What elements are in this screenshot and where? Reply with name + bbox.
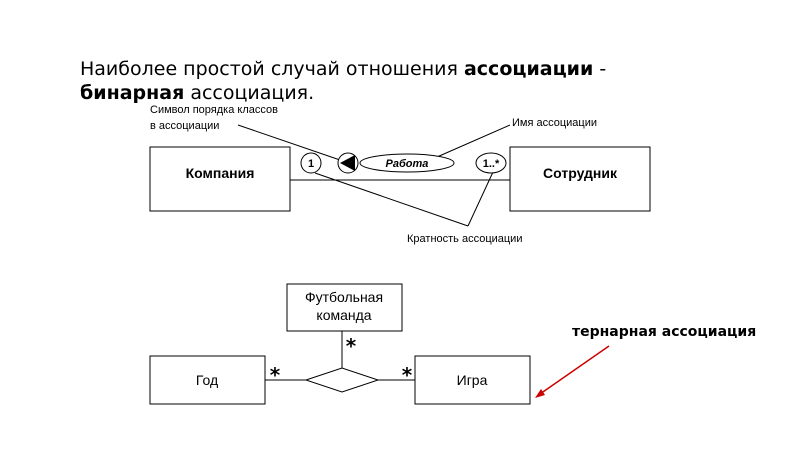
heading-text-2: - — [593, 58, 607, 80]
annotation-multiplicity: Кратность ассоциации — [407, 233, 522, 245]
multiplicity-right: 1..* — [483, 158, 500, 170]
class-name-team-line1: Футбольная — [305, 289, 383, 305]
association-name-ellipse — [359, 153, 455, 173]
class-box-employee — [509, 146, 651, 212]
annotation-order-line2: в ассоциации — [150, 120, 219, 132]
association-name: Работа — [386, 158, 429, 170]
name-leader-line — [436, 124, 511, 158]
annotation-order-line1: Символ порядка классов — [150, 104, 278, 116]
class-name-game: Игра — [457, 372, 488, 388]
callout-arrow — [535, 345, 610, 398]
ternary-diamond — [304, 367, 380, 393]
class-name-employee: Сотрудник — [543, 165, 618, 181]
class-name-team-line2: команда — [316, 307, 371, 323]
heading-bold-binary: бинарная — [80, 82, 185, 104]
multiplicity-circle-left — [300, 152, 322, 174]
order-symbol-leader-line — [237, 124, 341, 161]
heading-text-1: Наиболее простой случай отношения — [80, 58, 464, 80]
callout-arrow-line — [539, 345, 610, 395]
multiplicity-leader-line-right — [467, 171, 494, 227]
multiplicity-game: * — [402, 363, 413, 387]
heading-text-3: ассоциация. — [184, 82, 315, 104]
class-box-company — [149, 146, 291, 212]
class-name-year: Год — [196, 372, 218, 388]
multiplicity-left: 1 — [308, 158, 314, 170]
class-box-football-team — [286, 283, 403, 332]
multiplicity-leader-line-left — [314, 172, 469, 227]
slide-heading: Наиболее простой случай отношения ассоци… — [80, 57, 606, 105]
ternary-diagram-text: Футбольная команда Год Игра * * * — [196, 289, 488, 388]
callout-arrowhead-icon — [535, 389, 545, 398]
order-triangle-icon — [340, 155, 355, 171]
class-name-company: Компания — [186, 165, 255, 181]
binary-diagram-text: Символ порядка классов в ассоциации Имя … — [150, 104, 618, 245]
annotation-name: Имя ассоциации — [512, 117, 597, 129]
heading-bold-association: ассоциации — [463, 58, 594, 80]
class-box-game — [414, 355, 531, 405]
ternary-association-diagram — [149, 283, 531, 405]
binary-association-diagram — [149, 124, 651, 227]
multiplicity-year: * — [270, 363, 281, 387]
class-box-year — [149, 355, 266, 405]
multiplicity-team: * — [346, 334, 357, 358]
multiplicity-ellipse-right — [475, 152, 507, 174]
ternary-association-label: тернарная ассоциация — [572, 324, 757, 340]
